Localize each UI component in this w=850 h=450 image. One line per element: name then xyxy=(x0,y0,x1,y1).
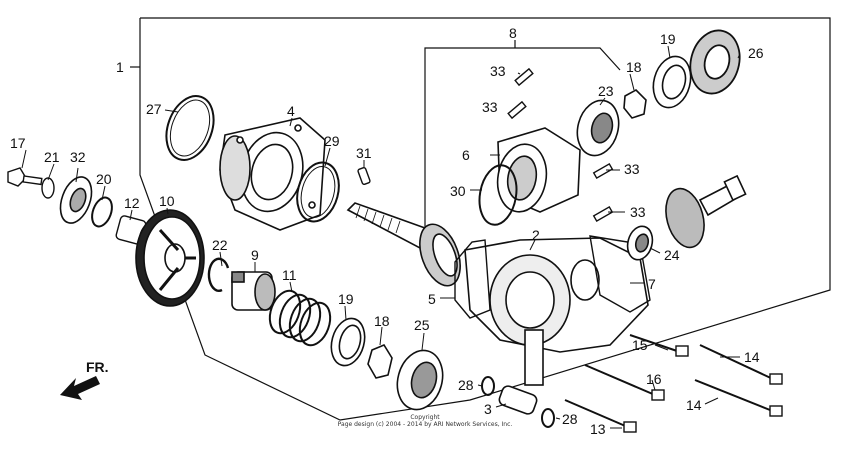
front-direction-arrow-icon xyxy=(60,376,100,400)
callout-15: 15 xyxy=(632,337,648,353)
callout-18b: 18 xyxy=(374,313,390,329)
callout-17: 17 xyxy=(10,135,26,151)
callout-27: 27 xyxy=(146,101,162,117)
callout-30: 30 xyxy=(450,183,466,199)
bearing-holder-6 xyxy=(496,127,581,213)
callout-7: 7 xyxy=(648,276,656,292)
lock-nut-18-lower xyxy=(367,343,393,379)
callout-25: 25 xyxy=(414,317,430,333)
callout-1: 1 xyxy=(116,59,124,75)
bolt-heads xyxy=(623,345,783,433)
spring-11 xyxy=(268,289,332,347)
o-ring-30 xyxy=(478,164,518,226)
callout-13: 13 xyxy=(590,421,606,437)
callout-20: 20 xyxy=(96,171,112,187)
callout-2: 2 xyxy=(532,227,540,243)
bearing-23 xyxy=(576,99,620,157)
leader-lines xyxy=(21,45,741,429)
callout-5: 5 xyxy=(428,291,436,307)
callout-4: 4 xyxy=(287,103,295,119)
callout-10: 10 xyxy=(159,193,175,209)
callout-9: 9 xyxy=(251,247,259,263)
bolt-33 xyxy=(507,67,614,223)
ring-gear-10 xyxy=(135,209,205,307)
callout-24: 24 xyxy=(664,247,680,263)
callout-8: 8 xyxy=(509,25,517,41)
callout-23: 23 xyxy=(598,83,614,99)
callout-26: 26 xyxy=(748,45,764,61)
callout-18a: 18 xyxy=(626,59,642,75)
callout-28a: 28 xyxy=(458,377,474,393)
assembly-1-frame xyxy=(139,17,831,421)
snap-ring-22 xyxy=(207,257,230,292)
lock-nut-18-upper xyxy=(623,89,647,119)
oil-seal-26 xyxy=(689,29,741,95)
long-bolts xyxy=(564,334,776,429)
callout-3: 3 xyxy=(484,401,492,417)
callout-6: 6 xyxy=(462,147,470,163)
front-indicator-label: FR. xyxy=(86,359,109,375)
callout-19a: 19 xyxy=(660,31,676,47)
bearing-25 xyxy=(396,349,444,411)
pinion-shaft xyxy=(346,202,461,287)
callout-33b: 33 xyxy=(482,99,498,115)
o-ring-27 xyxy=(165,95,215,161)
callout-22: 22 xyxy=(212,237,228,253)
callout-32: 32 xyxy=(70,149,86,165)
callout-numbers: 1 2 3 4 5 6 7 8 9 10 11 12 13 14 14 15 1… xyxy=(10,25,764,437)
bearing-32 xyxy=(59,176,93,224)
bolt-17 xyxy=(7,167,43,187)
callout-16: 16 xyxy=(646,371,662,387)
dowel-pin-31 xyxy=(357,166,371,186)
callout-12: 12 xyxy=(124,195,140,211)
callout-29: 29 xyxy=(324,133,340,149)
seal-20 xyxy=(91,196,113,228)
callout-21: 21 xyxy=(44,149,60,165)
assembly-8-bracket xyxy=(424,47,621,250)
callout-19b: 19 xyxy=(338,291,354,307)
o-ring-28-lower xyxy=(541,408,555,428)
bearing-24 xyxy=(626,225,654,261)
copyright-small: Copyright xyxy=(410,414,440,421)
callout-11: 11 xyxy=(282,267,297,283)
copyright-footer: Page design (c) 2004 - 2014 by ARI Netwo… xyxy=(337,421,513,428)
o-ring-28-upper xyxy=(481,376,495,396)
ring-gear-shaft xyxy=(665,174,747,249)
collar-3 xyxy=(498,385,538,415)
callout-14a: 14 xyxy=(744,349,760,365)
callout-31: 31 xyxy=(356,145,372,161)
washer-21 xyxy=(41,177,55,199)
callout-28b: 28 xyxy=(562,411,578,427)
callout-14b: 14 xyxy=(686,397,702,413)
shim-19-lower xyxy=(330,317,366,367)
gear-case-2 xyxy=(464,237,649,386)
callout-33c: 33 xyxy=(624,161,640,177)
shim-19-upper xyxy=(652,55,692,109)
clutch-9 xyxy=(231,271,276,311)
callout-33a: 33 xyxy=(490,63,506,79)
case-cover-4 xyxy=(219,117,326,231)
gasket-5 xyxy=(454,239,491,319)
callout-33d: 33 xyxy=(630,204,646,220)
